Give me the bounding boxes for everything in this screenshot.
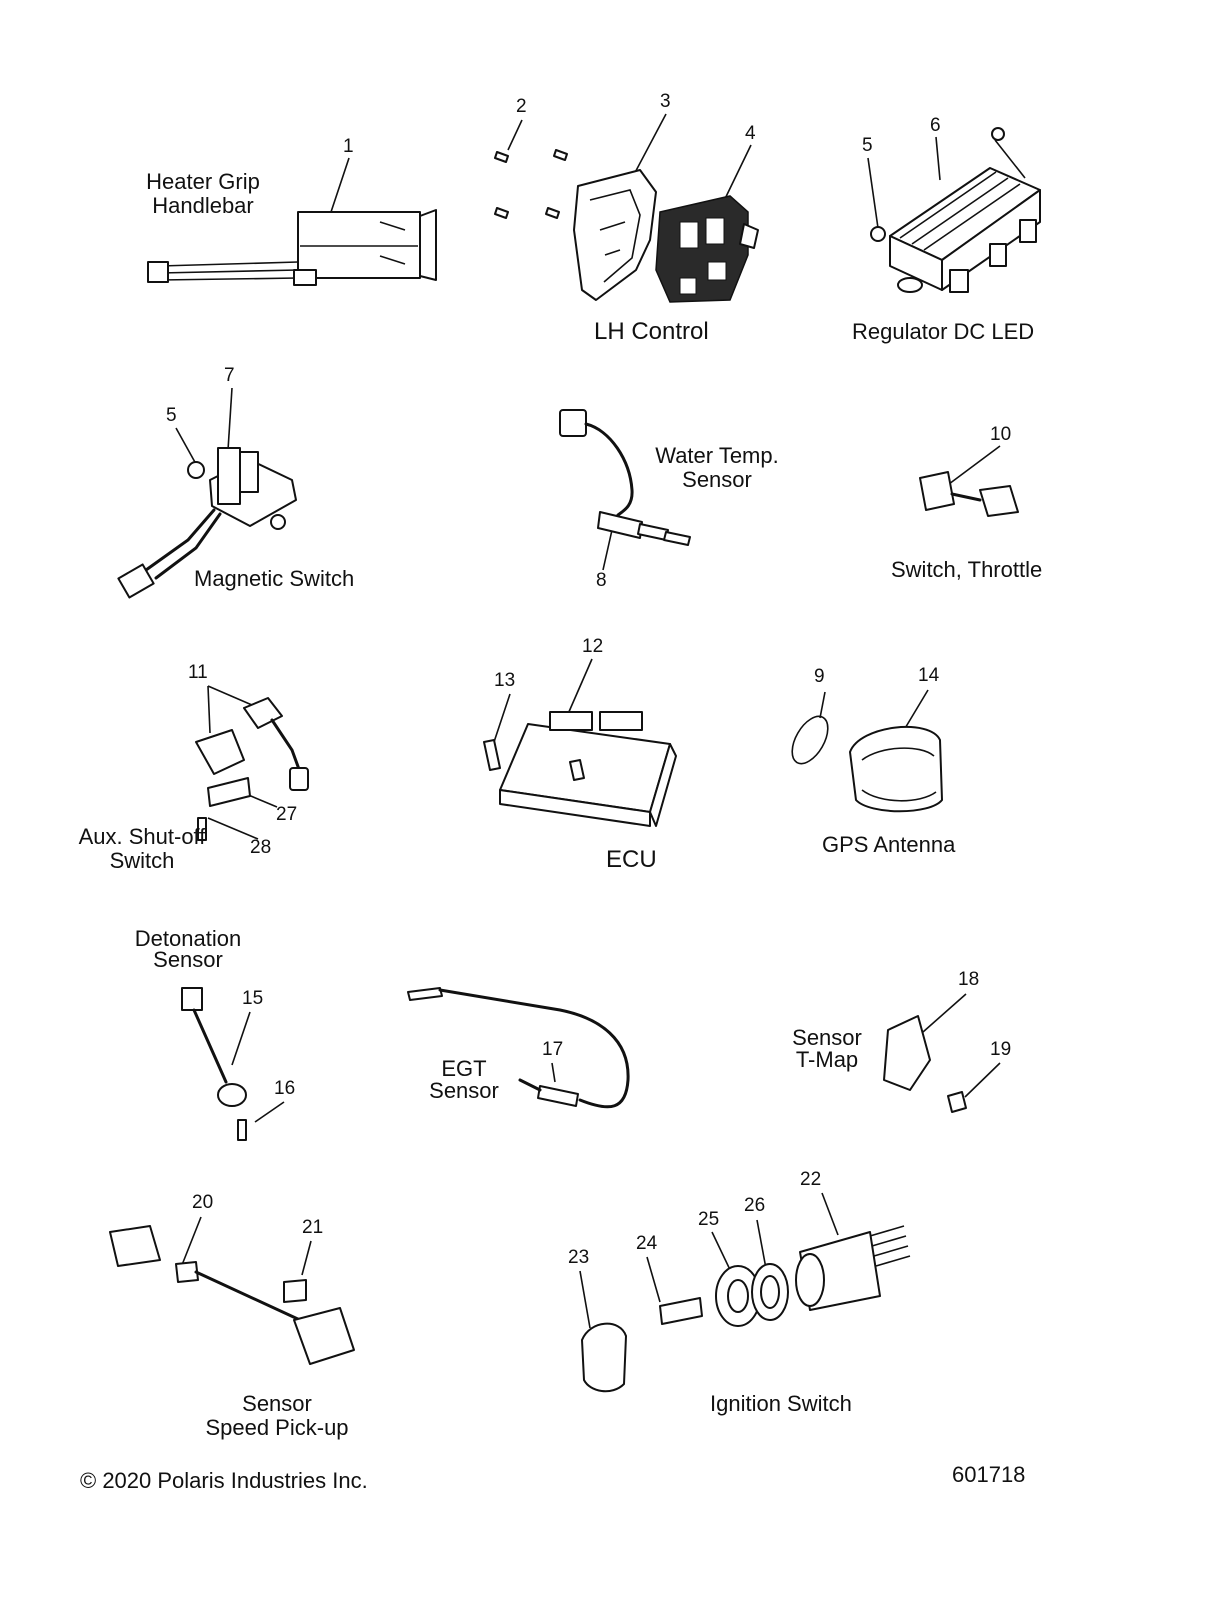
tmap-sensor xyxy=(883,1015,967,1113)
callout-number: 1 xyxy=(343,136,354,157)
egt-sensor xyxy=(407,987,630,1109)
speed-pickup-sensor xyxy=(109,1225,355,1365)
callout-number: 19 xyxy=(990,1039,1012,1060)
label-switch-throttle: Switch, Throttle xyxy=(891,557,1043,582)
nut xyxy=(991,127,1005,141)
screws xyxy=(494,149,568,219)
callout-number: 11 xyxy=(188,662,208,683)
magnetic-switch xyxy=(117,447,297,599)
callout-number: 20 xyxy=(192,1192,214,1213)
copyright-notice: © 2020 Polaris Industries Inc. xyxy=(80,1468,368,1493)
aux-shutoff-switch xyxy=(195,697,309,841)
callout-number: 18 xyxy=(958,969,980,990)
label-magnetic-switch: Magnetic Switch xyxy=(194,566,355,591)
callout-number: 23 xyxy=(568,1247,590,1268)
callout-number: 3 xyxy=(660,91,671,112)
label-egt: EGT Sensor xyxy=(429,1056,499,1103)
water-temp-sensor xyxy=(559,409,691,546)
callout-number: 4 xyxy=(745,123,756,144)
label-ignition-switch: Ignition Switch xyxy=(710,1391,852,1416)
callout-number: 8 xyxy=(596,570,607,591)
cable-tie xyxy=(791,715,829,765)
regulator-dc-led xyxy=(889,167,1041,293)
heater-grip-harness xyxy=(147,209,437,286)
label-heater-grip: Heater Grip Handlebar xyxy=(146,169,260,218)
callout-number: 6 xyxy=(930,115,941,136)
label-lh-control: LH Control xyxy=(594,318,709,345)
nut xyxy=(870,226,886,242)
callout-number: 5 xyxy=(862,135,873,156)
callout-number: 27 xyxy=(276,804,298,825)
label-ecu: ECU xyxy=(606,846,657,873)
callout-number: 13 xyxy=(494,670,516,691)
callout-number: 14 xyxy=(918,665,940,686)
callout-number: 15 xyxy=(242,988,264,1009)
label-water-temp: Water Temp. Sensor xyxy=(655,443,779,492)
label-tmap: Sensor T-Map xyxy=(792,1025,862,1072)
callout-number: 25 xyxy=(698,1209,720,1230)
ecu-module xyxy=(483,711,677,827)
lh-control-switch xyxy=(655,195,759,303)
callout-number: 9 xyxy=(814,666,825,687)
callout-number: 5 xyxy=(166,405,177,426)
detonation-sensor xyxy=(181,987,247,1141)
callout-number: 12 xyxy=(582,636,604,657)
callout-number: 28 xyxy=(250,837,272,858)
label-detonation: Detonation Sensor xyxy=(134,926,242,972)
callout-number: 22 xyxy=(800,1169,822,1190)
callout-number: 17 xyxy=(542,1039,564,1060)
gps-antenna xyxy=(849,725,943,813)
label-speed-pickup: Sensor Speed Pick-up xyxy=(205,1391,349,1440)
callout-number: 16 xyxy=(274,1078,296,1099)
ignition-switch-group xyxy=(581,1225,911,1393)
label-regulator: Regulator DC LED xyxy=(852,319,1035,344)
callout-number: 21 xyxy=(302,1217,324,1238)
label-gps-antenna: GPS Antenna xyxy=(822,832,956,857)
callout-number: 2 xyxy=(516,96,527,117)
label-aux-shutoff: Aux. Shut-off Switch xyxy=(78,824,206,873)
callout-number: 24 xyxy=(636,1233,658,1254)
callout-number: 26 xyxy=(744,1195,766,1216)
drawing-number: 601718 xyxy=(952,1462,1026,1487)
callout-number: 7 xyxy=(224,365,235,386)
lh-control-housing xyxy=(573,169,657,301)
callout-number: 10 xyxy=(990,424,1012,445)
throttle-switch xyxy=(919,471,1019,517)
